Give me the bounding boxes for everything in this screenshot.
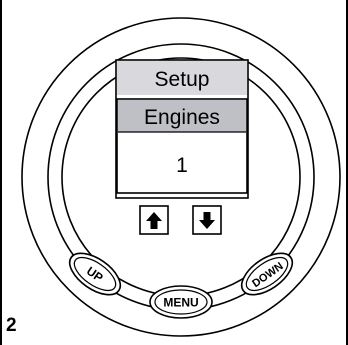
screen-header: Setup bbox=[155, 68, 210, 91]
title-band bbox=[118, 100, 246, 132]
screen-title: Engines bbox=[144, 106, 220, 129]
header-band bbox=[117, 61, 247, 95]
down-arrow-icon bbox=[199, 212, 215, 229]
down-arrow-key[interactable] bbox=[192, 205, 222, 235]
figure-number: 2 bbox=[6, 315, 17, 336]
down-button[interactable]: DOWN bbox=[235, 245, 300, 303]
menu-button[interactable]: MENU bbox=[149, 285, 213, 319]
screen-value: 1 bbox=[176, 154, 188, 177]
up-arrow-key[interactable] bbox=[139, 205, 169, 235]
up-button[interactable]: UP bbox=[63, 245, 128, 303]
menu-button-label: MENU bbox=[163, 296, 198, 310]
up-arrow-icon bbox=[146, 212, 162, 229]
display-screen: Setup Engines 1 bbox=[115, 59, 249, 199]
